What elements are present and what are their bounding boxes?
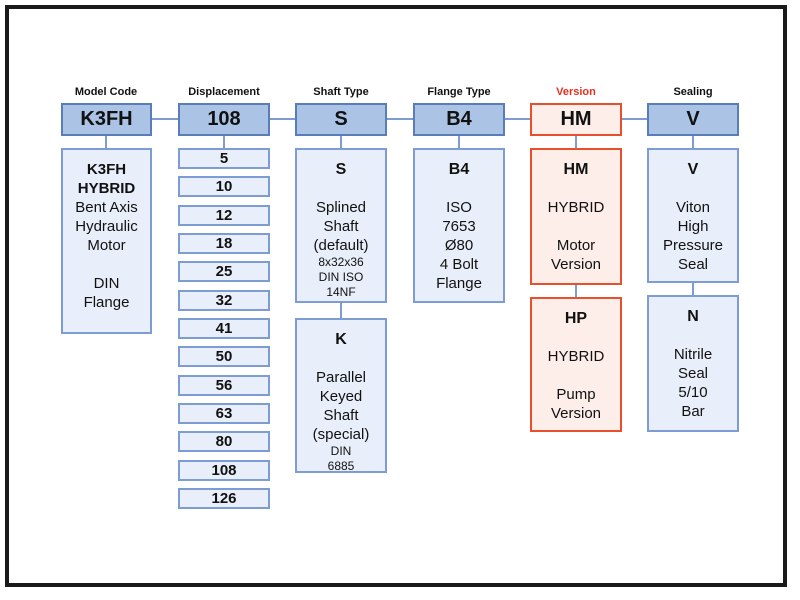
description-line-small: 14NF <box>326 285 356 299</box>
option-code: HP <box>564 310 588 327</box>
description-line: Pump <box>556 386 596 403</box>
column-header-displacement: Displacement <box>188 86 260 98</box>
option-code: K <box>335 331 347 348</box>
version-value-box: HM <box>530 103 622 136</box>
description-line: Flange <box>83 294 130 311</box>
description-line: (special) <box>312 426 370 443</box>
description-line: K3FH <box>86 161 127 178</box>
connector <box>458 136 460 149</box>
flange-type-value-box: B4 <box>413 103 505 136</box>
description-line: Shaft <box>323 218 359 235</box>
option-code: N <box>687 308 699 325</box>
column-header-flange-type: Flange Type <box>427 86 491 98</box>
displacement-value-box: 108 <box>178 103 270 136</box>
description-line: Bar <box>681 403 705 420</box>
connector <box>692 281 694 296</box>
displacement-option: 32 <box>178 290 270 311</box>
spacer <box>649 179 737 198</box>
option-code: V <box>687 161 699 178</box>
option-code: HM <box>563 161 589 178</box>
shaft-option-k-box: K Parallel Keyed Shaft (special) DIN 688… <box>295 318 387 473</box>
description-line: HYBRID <box>547 199 605 216</box>
description-line: Version <box>550 256 602 273</box>
model-code-value-box: K3FH <box>61 103 152 136</box>
displacement-option: 12 <box>178 205 270 226</box>
description-line: Nitrile <box>673 346 713 363</box>
connector <box>340 301 342 319</box>
description-line: Motor <box>556 237 596 254</box>
connector <box>692 136 694 149</box>
description-line: Seal <box>677 365 709 382</box>
description-line: High <box>677 218 709 235</box>
displacement-option: 80 <box>178 431 270 452</box>
description-line-small: DIN <box>330 444 352 458</box>
description-line: Shaft <box>323 407 359 424</box>
description-line: DIN <box>93 275 120 292</box>
displacement-option: 10 <box>178 176 270 197</box>
description-line: Seal <box>677 256 709 273</box>
spacer <box>532 366 620 385</box>
spacer <box>415 179 503 198</box>
displacement-option: 18 <box>178 233 270 254</box>
description-line-small: 6885 <box>327 459 355 473</box>
description-line: Ø80 <box>444 237 474 254</box>
description-line-small: DIN ISO <box>318 270 364 284</box>
diagram-border <box>5 5 787 587</box>
version-option-hp-box: HP HYBRID Pump Version <box>530 297 622 432</box>
version-option-hm-box: HM HYBRID Motor Version <box>530 148 622 285</box>
description-line: Motor <box>87 237 126 254</box>
model-code-description-box: K3FH HYBRID Bent Axis Hydraulic Motor DI… <box>61 148 152 334</box>
connector <box>105 136 107 149</box>
displacement-option: 108 <box>178 460 270 481</box>
spacer <box>532 328 620 347</box>
spacer <box>532 217 620 236</box>
option-code: S <box>335 161 347 178</box>
connector <box>223 136 225 149</box>
sealing-value-box: V <box>647 103 739 136</box>
displacement-option: 41 <box>178 318 270 339</box>
description-line: Viton <box>676 199 710 216</box>
flange-detail-box: B4 ISO 7653 Ø80 4 Bolt Flange <box>413 148 505 303</box>
displacement-option: 25 <box>178 261 270 282</box>
sealing-option-v-box: V Viton High Pressure Seal <box>647 148 739 283</box>
connector <box>340 136 342 149</box>
column-header-model-code: Model Code <box>74 86 138 98</box>
column-header-shaft-type: Shaft Type <box>313 86 369 98</box>
description-line: (default) <box>313 237 369 254</box>
spacer <box>532 179 620 198</box>
spacer <box>297 179 385 198</box>
description-line: Parallel <box>315 369 367 386</box>
connector <box>575 136 577 149</box>
description-line: 4 Bolt <box>439 256 479 273</box>
column-header-sealing: Sealing <box>673 86 713 98</box>
spacer <box>297 349 385 368</box>
description-line: ISO <box>446 199 472 216</box>
option-code: B4 <box>448 161 470 178</box>
description-line: Pressure <box>662 237 724 254</box>
spacer <box>649 326 737 345</box>
connector <box>575 283 577 298</box>
description-line: HYBRID <box>77 180 136 197</box>
description-line: 5/10 <box>678 384 708 401</box>
description-line: Keyed <box>319 388 363 405</box>
description-line-small: 8x32x36 <box>318 255 364 269</box>
displacement-option: 56 <box>178 375 270 396</box>
connector <box>106 118 693 120</box>
description-line: HYBRID <box>547 348 605 365</box>
description-line: Version <box>550 405 602 422</box>
description-line: Hydraulic <box>75 218 138 235</box>
description-line: 7653 <box>442 218 476 235</box>
description-line: Flange <box>436 275 482 292</box>
displacement-option: 63 <box>178 403 270 424</box>
shaft-option-s-box: S Splined Shaft (default) 8x32x36 DIN IS… <box>295 148 387 303</box>
sealing-option-n-box: N Nitrile Seal 5/10 Bar <box>647 295 739 432</box>
displacement-option: 50 <box>178 346 270 367</box>
displacement-option: 126 <box>178 488 270 509</box>
column-header-version: Version <box>556 86 596 98</box>
description-line: Splined <box>315 199 367 216</box>
spacer <box>63 255 150 274</box>
description-line: Bent Axis <box>75 199 138 216</box>
shaft-type-value-box: S <box>295 103 387 136</box>
displacement-option: 5 <box>178 148 270 169</box>
